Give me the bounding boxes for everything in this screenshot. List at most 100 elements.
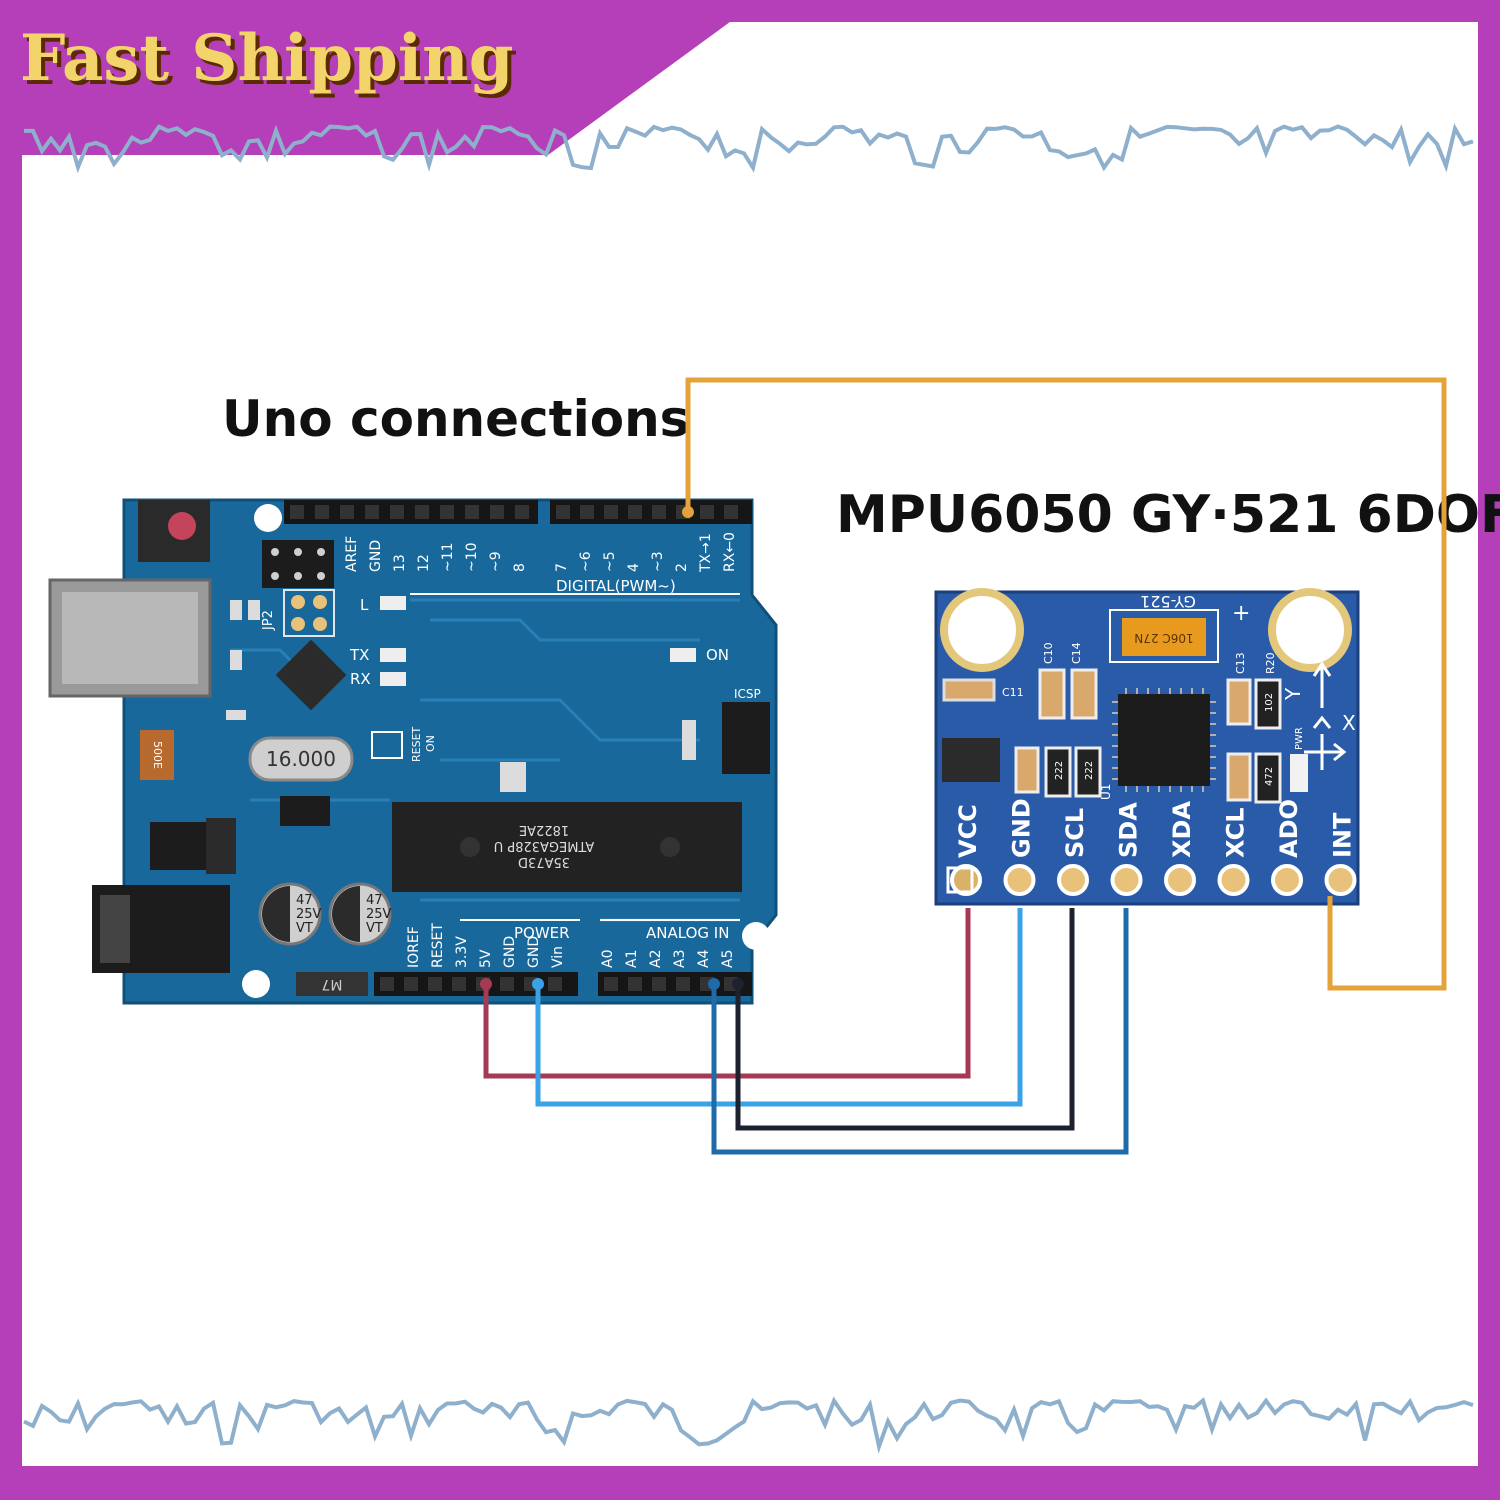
- usb-chip: [275, 639, 347, 711]
- axis-x-label: X: [1342, 711, 1356, 735]
- header-hole: [652, 505, 666, 519]
- m7-text: M7: [322, 976, 343, 992]
- crystal: [248, 736, 354, 782]
- analog-pin-label: A5: [720, 950, 736, 968]
- capacitor-1: 47 25V VT: [258, 882, 322, 946]
- chip-dot: [460, 837, 480, 857]
- fuse: [140, 730, 174, 780]
- header-hole: [404, 977, 418, 991]
- digital-pin-label: ~6: [578, 551, 594, 572]
- diagram-title: Uno connections: [222, 390, 689, 448]
- led-on-label: ON: [706, 646, 729, 664]
- header-hole: [315, 505, 329, 519]
- label-c14: C14: [1070, 642, 1083, 664]
- power-pin-label: GND: [502, 936, 518, 968]
- label-222-b: 222: [1084, 761, 1095, 780]
- digital-pin-label: ~3: [650, 551, 666, 572]
- label-c11: C11: [1002, 686, 1024, 699]
- reset-button-cap: [168, 512, 196, 540]
- regulator-tab: [206, 818, 236, 874]
- banner-top-strip: [1300, 0, 1500, 22]
- digital-pin-label: RX←0: [722, 532, 738, 572]
- header-hole: [440, 505, 454, 519]
- module-pin-label: XCL: [1222, 807, 1250, 858]
- header-hole: [604, 505, 618, 519]
- icsp-header: [722, 702, 770, 774]
- module-pin-pad: [1271, 864, 1303, 896]
- mpu6050-module: GY-521 106C 27N + U1 C10 C14 C11 C13 R20…: [934, 588, 1360, 906]
- analog-header-label: ANALOG IN: [646, 924, 729, 942]
- chip-u1-label: U1: [1099, 784, 1113, 800]
- led-tx: [380, 648, 406, 662]
- module-pin-pad: [1217, 864, 1250, 896]
- module-board-label: GY-521: [1140, 592, 1196, 611]
- tantalum-outline: [1109, 609, 1219, 663]
- cap2-text-3: VT: [366, 921, 383, 936]
- wire-int: [685, 377, 1447, 991]
- chip-text-2: ATMEGA328P U: [494, 838, 595, 853]
- header-hole: [365, 505, 379, 519]
- chip-text-3: 35A73D: [518, 854, 570, 869]
- module-pin-label: INT: [1329, 812, 1357, 858]
- wire-vcc: [483, 908, 971, 1079]
- banner-shadow: Fast Shipping: [24, 25, 517, 100]
- header-hole: [652, 977, 666, 991]
- digital-pin-label: ~11: [440, 542, 456, 572]
- digital-pin-label: 8: [512, 563, 528, 572]
- header-hole: [500, 977, 514, 991]
- led-l: [380, 596, 406, 610]
- power-jack-inner: [100, 895, 130, 963]
- cap1-text-2: 25V: [296, 907, 322, 922]
- vcc-square-pad: [946, 866, 974, 894]
- uno-mount-hole: [242, 970, 270, 998]
- wire-endpoint: [480, 978, 492, 990]
- wire-endpoint: [532, 978, 544, 990]
- header-hole: [548, 977, 562, 991]
- digital-pin-label: 4: [626, 563, 642, 572]
- digital-header-label: DIGITAL(PWM~): [556, 577, 676, 595]
- module-pin-pad: [950, 864, 982, 896]
- capacitor-2: 47 25V VT: [328, 882, 392, 946]
- module-pin-pad: [1057, 864, 1089, 896]
- fuse-text: 500E: [151, 741, 164, 769]
- power-pin-label: 3.3V: [454, 936, 470, 968]
- module-pin-label: XDA: [1168, 801, 1196, 858]
- header-hole: [724, 505, 738, 519]
- module-pin-label: SCL: [1061, 808, 1089, 858]
- header-hole: [604, 977, 618, 991]
- jp2-pads: [283, 589, 335, 637]
- header-hole: [490, 505, 504, 519]
- label-102: 102: [1264, 693, 1275, 712]
- analog-pin-label: A4: [696, 949, 712, 968]
- cap2-text-1: 47: [366, 893, 383, 908]
- power-header-label: POWER: [514, 924, 570, 942]
- wire-endpoint: [682, 506, 694, 518]
- digital-pin-label: 12: [416, 554, 432, 572]
- label-472: 472: [1264, 767, 1275, 786]
- module-plus: +: [1232, 601, 1250, 626]
- module-mount-hole: [940, 588, 1024, 672]
- uno-mount-hole: [254, 504, 282, 532]
- waveform-bottom: [23, 1396, 1474, 1454]
- usb-inner: [62, 592, 198, 684]
- banner-background: [0, 0, 760, 155]
- header-hole: [390, 505, 404, 519]
- module-pin-pad: [1003, 864, 1036, 896]
- jp2-label: JP2: [261, 610, 276, 631]
- wire-scl: [735, 908, 1075, 1131]
- label-r20: R20: [1264, 652, 1277, 674]
- voltage-regulator: [150, 822, 206, 870]
- digital-pin-label: 2: [674, 563, 690, 572]
- header-hole: [580, 505, 594, 519]
- led-rx-label: RX: [350, 670, 371, 688]
- cap2-text-2: 25V: [366, 907, 392, 922]
- cap1-text-3: VT: [296, 921, 313, 936]
- analog-pin-label: A3: [672, 950, 688, 968]
- header-hole: [340, 505, 354, 519]
- label-222-a: 222: [1054, 761, 1065, 780]
- digital-pin-label: GND: [368, 540, 384, 572]
- module-pin-pad: [1164, 864, 1196, 896]
- reset-en-label: RESET: [410, 726, 423, 762]
- digital-pin-label: ~5: [602, 551, 618, 572]
- label-c10: C10: [1042, 642, 1055, 664]
